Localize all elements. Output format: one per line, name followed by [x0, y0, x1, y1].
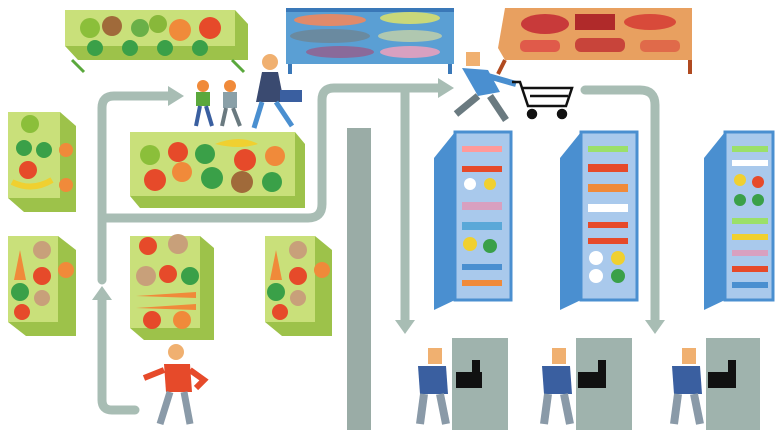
- meat-shelf: [496, 8, 692, 75]
- left-vegetable-shelf: [8, 236, 76, 336]
- checkout-counter-1: [416, 338, 508, 430]
- cash-register-icon: [456, 360, 482, 388]
- shopper-entering: [142, 344, 209, 426]
- top-fruit-shelf: [65, 10, 248, 74]
- center-fruit-table: [130, 132, 305, 208]
- customer-route-path: [97, 83, 660, 415]
- cashier-head: [428, 348, 442, 364]
- arrow-head-icon: [438, 78, 454, 98]
- aisle-divider: [347, 128, 371, 430]
- route-arrow-heads: [92, 78, 665, 334]
- cash-register-icon: [708, 360, 736, 388]
- fridge-aisle-2: [560, 130, 639, 310]
- fridge-aisle-3: [704, 130, 775, 310]
- arrow-head-icon: [92, 286, 112, 300]
- arrow-head-icon: [168, 86, 184, 106]
- left-fruit-shelf: [8, 112, 76, 212]
- fruit-icon: [140, 139, 285, 193]
- center-vegetable-table: [130, 234, 214, 340]
- fridge-aisle-1: [434, 130, 513, 310]
- family-shoppers: [194, 54, 302, 129]
- shopping-cart-icon: [512, 80, 574, 120]
- cashier-head: [552, 348, 566, 364]
- shopper-with-cart: [453, 52, 574, 122]
- checkout-counter-2: [540, 338, 632, 430]
- fish-shelf: [286, 8, 454, 74]
- checkout-counter-3: [670, 338, 760, 430]
- meat-icon: [520, 14, 680, 52]
- cashier-head: [682, 348, 696, 364]
- fish-icon: [290, 12, 442, 58]
- arrow-head-icon: [645, 320, 665, 334]
- arrow-head-icon: [395, 320, 415, 334]
- right-vegetable-shelf: [265, 236, 332, 336]
- fruit-icon: [80, 15, 221, 56]
- cash-register-icon: [578, 360, 606, 388]
